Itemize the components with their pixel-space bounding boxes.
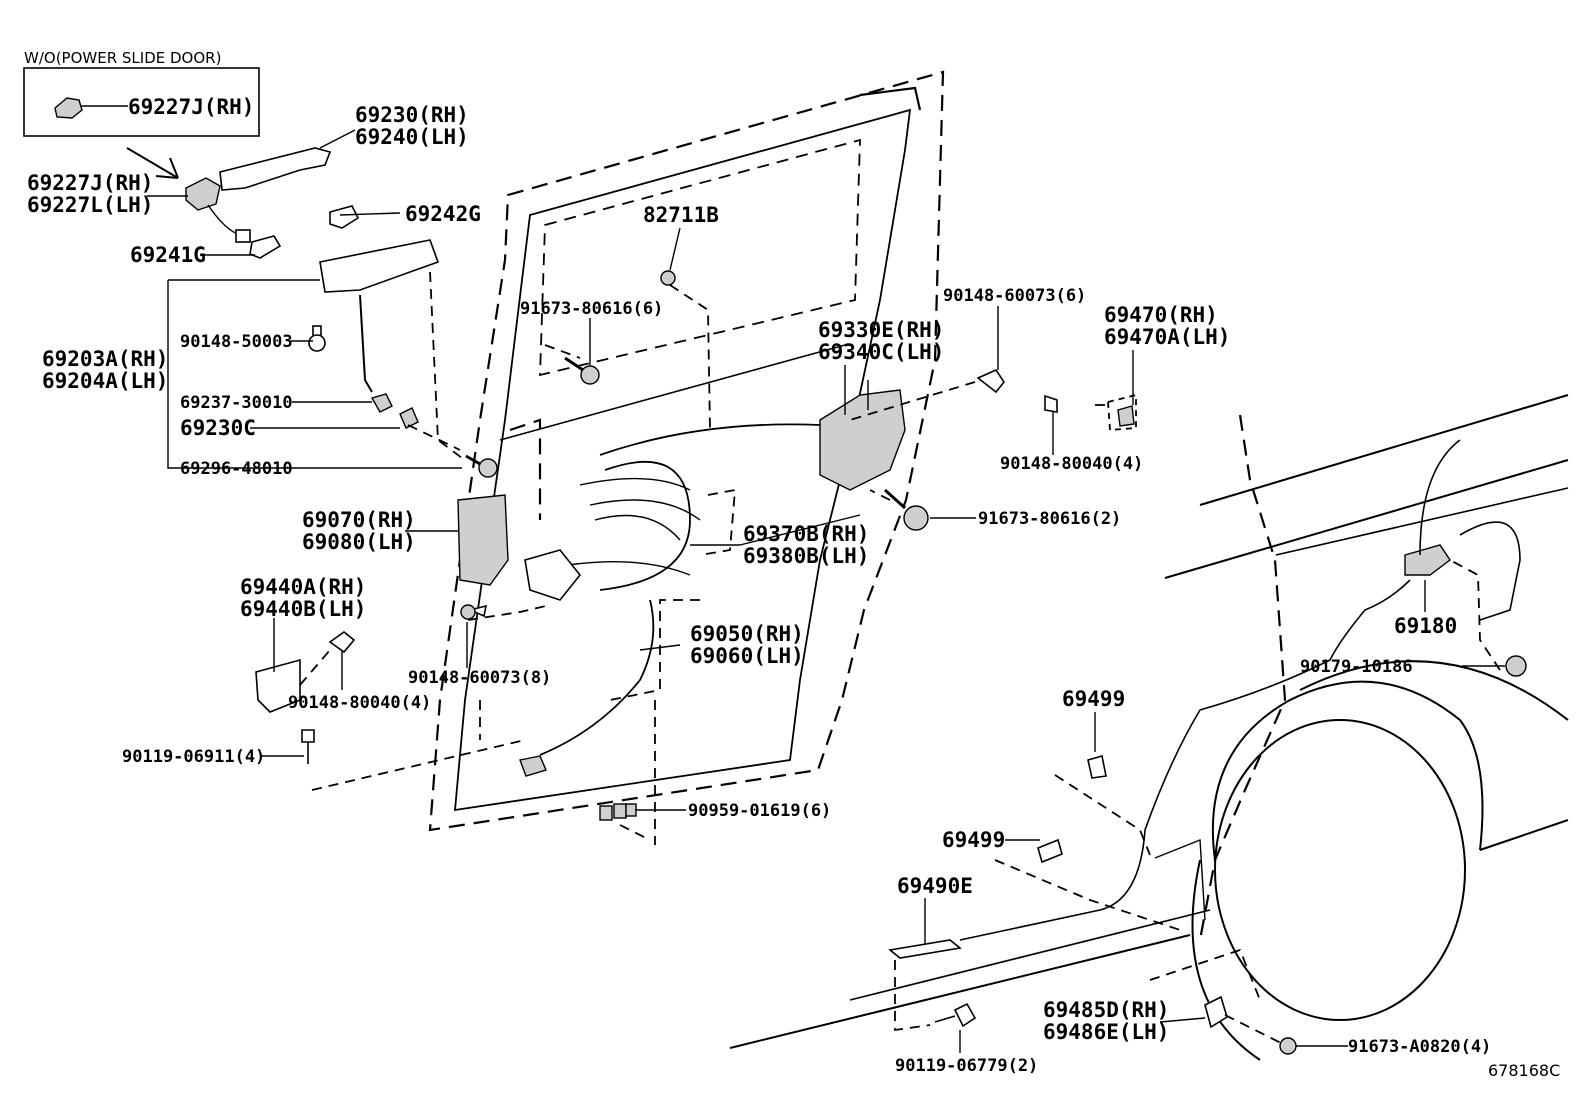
label-90179-10186: 90179-10186 [1300, 657, 1413, 677]
bracket-69470-part [1117, 405, 1135, 427]
vehicle-body-outline [729, 394, 1569, 1061]
inset-caption: W/O(POWER SLIDE DOOR) [24, 49, 221, 67]
label-69227l-lh: 69227L(LH) [27, 193, 153, 217]
cap-69242g-part [329, 205, 360, 229]
label-69499-lower: 69499 [942, 828, 1005, 852]
lower-bracket-part [519, 755, 547, 777]
handle-frame-part [319, 239, 440, 293]
latch-69180-part [1404, 544, 1451, 576]
handle-cover-part [185, 177, 221, 211]
hinge-69440-part [255, 658, 301, 713]
inset-box: W/O(POWER SLIDE DOOR) 69227J(RH) [23, 49, 260, 137]
handle-cap-part [249, 235, 282, 259]
label-69380b-lh: 69380B(LH) [743, 544, 869, 568]
label-69370b-rh: 69370B(RH) [743, 522, 869, 546]
drawing-number: 678168C [1488, 1061, 1560, 1080]
bolt-69296-part [465, 454, 498, 478]
label-69499-upper: 69499 [1062, 687, 1125, 711]
label-90148-60073-8: 90148-60073(8) [408, 668, 551, 688]
clip-69499a-part [1087, 754, 1107, 779]
clip-82711b-part [660, 270, 676, 286]
label-69237-30010: 69237-30010 [180, 393, 293, 413]
bolt-91673-80616-part [564, 356, 600, 385]
label-69204a-lh: 69204A(LH) [42, 369, 168, 393]
inset-part-label: 69227J(RH) [128, 95, 254, 119]
nut-90179-part [1505, 655, 1527, 677]
label-69440b-lh: 69440B(LH) [240, 597, 366, 621]
label-90119-06911-4: 90119-06911(4) [122, 747, 265, 767]
clip-90959-part [599, 803, 637, 821]
label-90148-80040-4-left: 90148-80040(4) [288, 693, 431, 713]
cable-69490e-part [888, 939, 962, 959]
label-69060-lh: 69060(LH) [690, 644, 804, 668]
dashed-guides [299, 271, 1501, 1046]
label-69340c-lh: 69340C(LH) [818, 340, 944, 364]
label-69080-lh: 69080(LH) [302, 530, 416, 554]
label-69486e-lh: 69486E(LH) [1043, 1020, 1169, 1044]
label-90148-60073-6: 90148-60073(6) [943, 286, 1086, 306]
outside-handle-part [219, 147, 332, 191]
label-69050-rh: 69050(RH) [690, 622, 804, 646]
front-lock-assembly [457, 494, 509, 586]
clip-69230c-part [399, 407, 419, 429]
label-69470a-lh: 69470A(LH) [1104, 325, 1230, 349]
clip-69237-part [370, 393, 393, 413]
label-69485d-rh: 69485D(RH) [1043, 998, 1169, 1022]
label-69440a-rh: 69440A(RH) [240, 575, 366, 599]
label-91673-80616-2: 91673-80616(2) [978, 509, 1121, 529]
bolt-90148-60073-8-part [460, 604, 476, 620]
label-90148-80040-4-right: 90148-80040(4) [1000, 454, 1143, 474]
label-69230c: 69230C [180, 416, 256, 440]
label-90119-06779-2: 90119-06779(2) [895, 1056, 1038, 1076]
label-69330e-rh: 69330E(RH) [818, 318, 944, 342]
label-69296-48010: 69296-48010 [180, 459, 293, 479]
label-69242g: 69242G [405, 202, 481, 226]
bolt-90148-50003 [308, 325, 326, 352]
label-69240-lh: 69240(LH) [355, 125, 469, 149]
label-69070-rh: 69070(RH) [302, 508, 416, 532]
bolt-90148-60073-part [976, 368, 1005, 394]
label-91673-a0820-4: 91673-A0820(4) [1348, 1037, 1491, 1057]
leader-lines [147, 129, 1505, 1053]
rear-lock-assembly [819, 389, 906, 491]
label-91673-80616-6: 91673-80616(6) [520, 299, 663, 319]
label-69470-rh: 69470(RH) [1104, 303, 1218, 327]
label-82711b: 82711B [643, 203, 719, 227]
label-69227j-rh: 69227J(RH) [27, 171, 153, 195]
inset-part-icon [54, 97, 83, 119]
bolt-90119-06779-part [934, 1002, 977, 1028]
bolt-90148-80040-4-part [1044, 394, 1058, 413]
bolt-90148-80040-part [328, 630, 356, 654]
arrow-icon [126, 147, 179, 179]
label-69203a-rh: 69203A(RH) [42, 347, 168, 371]
label-90959-01619-6: 90959-01619(6) [688, 801, 831, 821]
label-69490e: 69490E [897, 874, 973, 898]
bolt-91673-a0820-part [1279, 1037, 1297, 1055]
lock-link-part [524, 549, 582, 601]
label-90148-50003: 90148-50003 [180, 332, 293, 352]
label-69180: 69180 [1394, 614, 1457, 638]
slide-door-outline [428, 70, 945, 832]
bolt-90119-06911-part [301, 729, 315, 764]
label-69230-rh: 69230(RH) [355, 103, 469, 127]
clip-69499b-part [1037, 838, 1063, 864]
bolt-91673-80616-2-part [903, 505, 929, 531]
label-69241g: 69241G [130, 243, 206, 267]
